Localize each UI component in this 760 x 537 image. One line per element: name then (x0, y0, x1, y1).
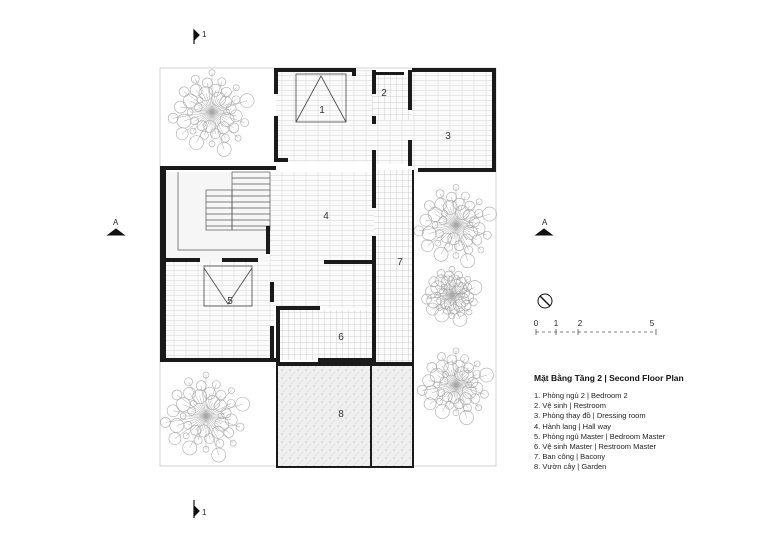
svg-text:A: A (542, 218, 548, 227)
corridor-floor (274, 262, 374, 308)
legend: Mặt Bằng Tầng 2 | Second Floor Plan 1. P… (534, 373, 754, 473)
svg-text:1: 1 (202, 30, 207, 39)
legend-item: 1. Phòng ngủ 2 | Bedroom 2 (534, 391, 628, 400)
room-8-floor (278, 366, 414, 468)
room-numbers: 1 2 3 4 5 6 7 8 (227, 88, 451, 420)
room-7-floor (374, 170, 414, 366)
beds (203, 73, 347, 307)
room-5-floor (164, 262, 274, 360)
trees (160, 69, 497, 463)
tree-icon (421, 266, 483, 327)
section-arrow-icon (534, 228, 554, 236)
scale-tick-5: 5 (650, 319, 655, 328)
svg-text:1: 1 (202, 508, 207, 517)
tree-icon (416, 347, 494, 425)
room-number-2: 2 (381, 88, 387, 99)
scale-bar: 0 1 2 5 (534, 319, 657, 335)
floors (164, 70, 492, 468)
room-number-8: 8 (338, 409, 344, 420)
room-6-floor (280, 310, 374, 360)
section-marker-bottom: 1 (193, 500, 207, 518)
legend-item: 8. Vườn cây | Garden (534, 462, 607, 472)
legend-item: 3. Phòng thay đồ | Dressing room (534, 411, 646, 421)
legend-list: 1. Phòng ngủ 2 | Bedroom 2 2. Vệ sinh | … (534, 391, 754, 473)
room-number-7: 7 (397, 257, 403, 268)
legend-item: 6. Vệ sinh Master | Restroom Master (534, 442, 656, 452)
stairs (177, 171, 271, 251)
tree-icon (167, 69, 255, 157)
room-number-1: 1 (319, 105, 325, 116)
stair-floor (164, 172, 270, 262)
section-arrow-icon (193, 28, 200, 44)
tree-icon (160, 371, 250, 463)
section-arrow-icon (106, 228, 126, 236)
room-number-3: 3 (445, 131, 451, 142)
room-3-floor (412, 70, 492, 170)
legend-item: 4. Hành lang | Hall way (534, 421, 611, 431)
legend-item: 2. Vệ sinh | Restroom (534, 401, 606, 411)
section-marker-top: 1 (193, 28, 207, 44)
section-arrow-icon (193, 500, 200, 518)
bed-5 (203, 265, 253, 307)
svg-text:A: A (113, 218, 119, 227)
room-number-4: 4 (323, 211, 329, 222)
north-arrow-icon (537, 293, 553, 309)
legend-item: 7. Ban công | Bacony (534, 452, 606, 462)
scale-tick-2: 2 (578, 319, 583, 328)
scale-tick-0: 0 (534, 319, 539, 328)
room-2-floor (372, 74, 412, 120)
walls (160, 68, 496, 468)
section-marker-left: A (106, 218, 126, 236)
legend-title: Mặt Bằng Tầng 2 | Second Floor Plan (534, 373, 684, 383)
room-4-floor (270, 172, 374, 262)
room-1-floor (276, 70, 372, 162)
room-number-5: 5 (227, 296, 233, 307)
room-number-6: 6 (338, 332, 344, 343)
bed-1 (295, 73, 347, 123)
room-2b-floor (372, 120, 412, 164)
legend-item: 5. Phòng ngủ Master | Bedroom Master (534, 431, 666, 441)
scale-tick-1: 1 (554, 319, 559, 328)
section-marker-right: A (534, 218, 554, 236)
tree-icon (413, 184, 497, 269)
